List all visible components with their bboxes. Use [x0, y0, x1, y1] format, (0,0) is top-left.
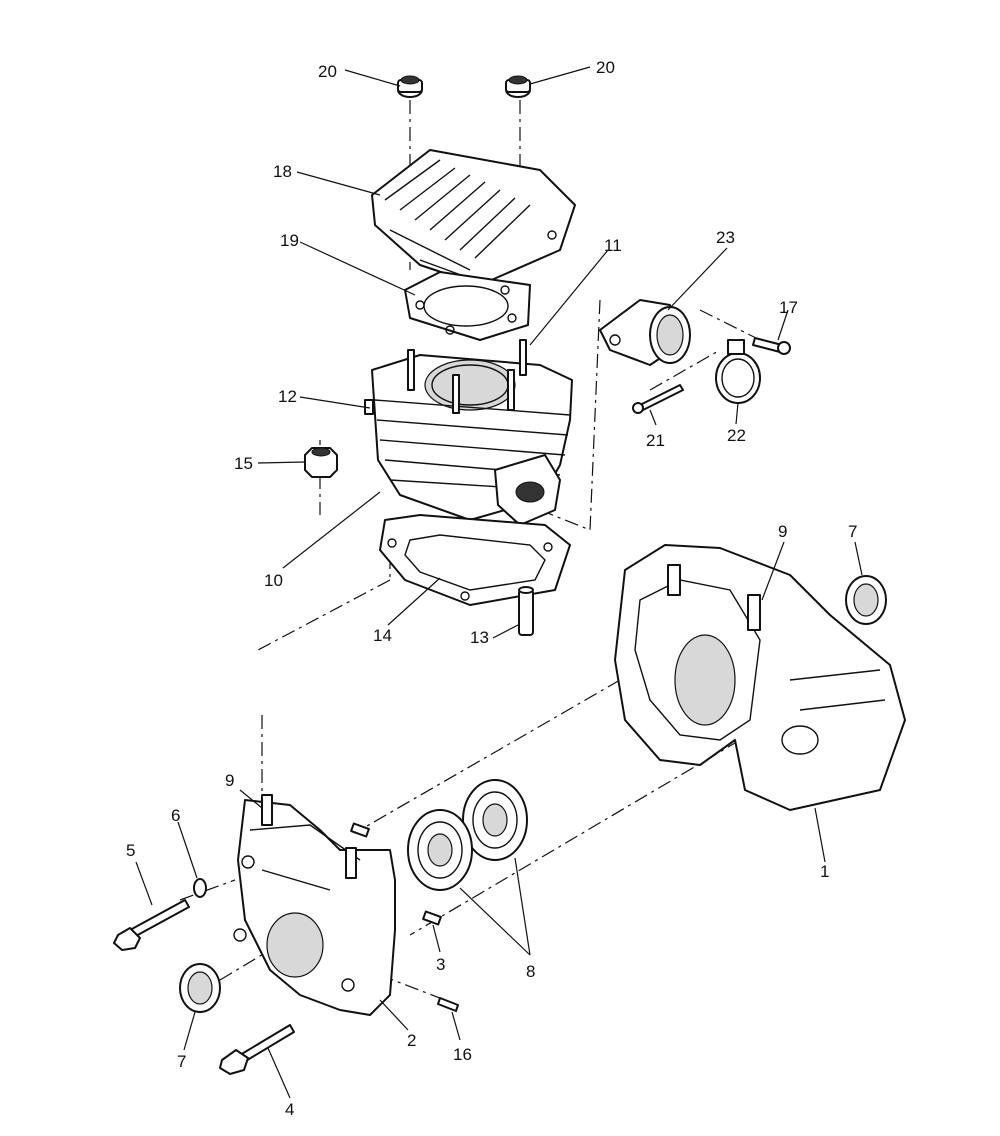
dowel-pin [518, 586, 534, 636]
head-nut-left [397, 75, 423, 98]
cylinder [364, 339, 573, 526]
callout-10: 10 [264, 571, 283, 590]
callout-15: 15 [234, 454, 253, 473]
callout-9-right: 9 [778, 522, 787, 541]
callout-18: 18 [273, 162, 292, 181]
intake-bolt [632, 384, 684, 414]
case-bolt-upper [113, 899, 190, 951]
head-gasket [404, 271, 531, 341]
base-gasket [379, 514, 571, 606]
cylinder-head [371, 149, 576, 286]
callout-9-left: 9 [225, 771, 234, 790]
cylinder-nut [304, 440, 338, 478]
case-screw [437, 997, 459, 1012]
callout-19: 19 [280, 231, 299, 250]
callout-20-right: 20 [596, 58, 615, 77]
locating-pin [350, 822, 442, 926]
callout-20-left: 20 [318, 62, 337, 81]
callout-7-left: 7 [177, 1052, 186, 1071]
hose-clamp [715, 339, 761, 404]
oil-seal-left [179, 963, 221, 1013]
callout-11: 11 [604, 236, 622, 255]
callout-14: 14 [373, 626, 392, 645]
callout-22: 22 [727, 426, 746, 445]
callout-4: 4 [285, 1100, 294, 1119]
callout-21: 21 [646, 431, 665, 450]
clamp-screw [752, 337, 791, 355]
callout-labels: 20 20 18 19 11 23 17 12 15 21 22 10 14 1… [126, 58, 857, 1119]
callout-16: 16 [453, 1045, 472, 1064]
callout-13: 13 [470, 628, 489, 647]
callout-1: 1 [820, 862, 829, 881]
callout-3: 3 [436, 955, 445, 974]
callout-12: 12 [278, 387, 297, 406]
main-bearing-inner [407, 809, 473, 891]
head-nut-right [505, 75, 531, 98]
crankcase-right [614, 544, 906, 811]
callout-5: 5 [126, 841, 135, 860]
callout-7-right: 7 [848, 522, 857, 541]
callout-6: 6 [171, 806, 180, 825]
leader-lines [135, 66, 863, 1099]
callout-17: 17 [779, 298, 798, 317]
callout-23: 23 [716, 228, 735, 247]
callout-8: 8 [526, 962, 535, 981]
intake-boot [599, 299, 691, 366]
oil-seal-right [845, 575, 887, 625]
case-bolt-lower [219, 1024, 295, 1075]
callout-2: 2 [407, 1031, 416, 1050]
crankcase-left [233, 794, 396, 1016]
washer [193, 878, 207, 898]
main-bearing-outer [462, 779, 528, 861]
